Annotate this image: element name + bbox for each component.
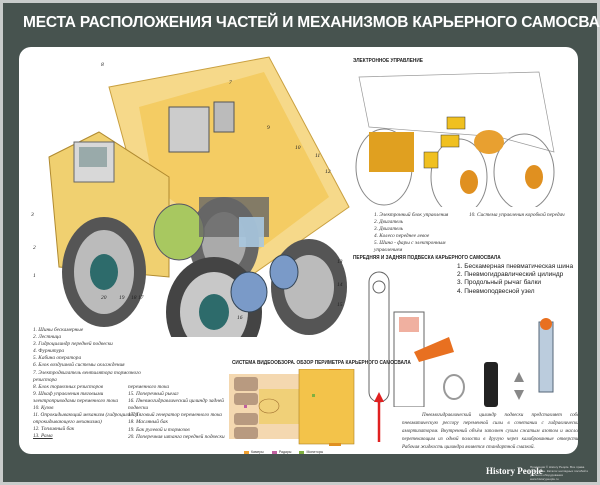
main-legend-col1: 1. Шины бескамерные 2. Лестница 3. Гидро…	[33, 327, 143, 441]
legend-item: 3. Гидроцилиндр передней подвески	[33, 341, 113, 348]
callout-15: 15	[337, 302, 343, 308]
legend-item: 2. Двигатель	[374, 219, 404, 226]
main-legend-col2: переменного тока 15. Поперечный рычаг 16…	[128, 384, 238, 441]
legend-item: 1. Бескамерная пневматическая шина	[457, 263, 574, 270]
legend-item: 12. Топливный бак	[33, 426, 75, 433]
suspension-legend: 1. Бескамерная пневматическая шина 2. Пн…	[457, 263, 575, 296]
legend-item: 3. Продольный рычаг балки	[457, 279, 542, 287]
electronic-legend-col1: 1. Электронный блок управления 2. Двигат…	[374, 212, 474, 255]
legend-item: 2. Лестница	[33, 334, 61, 341]
callout-16: 16	[237, 315, 243, 321]
footer-fineprint: Продукция © History People. Все права за…	[530, 465, 589, 481]
legend-item: 15. Поперечный рычаг	[128, 391, 179, 398]
legend-item: 13. Рама	[33, 433, 53, 440]
video-section-title: СИСТЕМА ВИДЕООБЗОРА. ОБЗОР ПЕРИМЕТРА КАР…	[232, 360, 411, 366]
callout-8: 8	[101, 62, 104, 68]
callout-19: 19	[119, 295, 125, 301]
legend-item: 20. Поперечная штанга передней подвески	[128, 433, 225, 440]
legend-item: 3. Двигатель	[374, 226, 404, 233]
callout-1: 1	[33, 273, 36, 279]
legend-item: 17. Тяговый генератор переменного тока	[128, 412, 222, 419]
callout-7: 7	[229, 80, 232, 86]
legend-item: 8. Блок тормозных резисторов	[33, 383, 104, 390]
legend-monitors: Мониторы	[299, 450, 323, 454]
legend-item: 7. Электродвигатель вентилятора тормозно…	[33, 369, 141, 383]
electronic-legend-col2: 10. Система управления коробкой передач	[469, 212, 569, 219]
legend-item: 4. Фурнитура	[33, 348, 65, 355]
legend-item: 9. Шкаф управления тяговыми электроприво…	[33, 390, 118, 404]
callout-18: 18	[131, 295, 137, 301]
brand-logo: History People	[486, 466, 543, 476]
legend-radars: Радары	[271, 450, 292, 454]
poster-title: МЕСТА РАСПОЛОЖЕНИЯ ЧАСТЕЙ И МЕХАНИЗМОВ К…	[23, 14, 600, 31]
legend-item: 4. Пневмоподвесной узел	[457, 287, 535, 295]
callout-17: 17	[138, 295, 144, 301]
red-arrow-icon	[374, 392, 384, 442]
callout-10: 10	[295, 145, 301, 151]
callout-3: 3	[31, 212, 34, 218]
video-top-view-illustration	[229, 369, 355, 446]
callout-2: 2	[33, 245, 36, 251]
callout-11: 11	[315, 153, 321, 159]
legend-cameras: Камеры	[244, 450, 264, 454]
main-truck-illustration	[48, 56, 350, 337]
electronic-section-title: ЭЛЕКТРОННОЕ УПРАВЛЕНИЕ	[353, 58, 423, 64]
legend-label: Камеры	[251, 450, 264, 454]
legend-item: 1. Электронный блок управления	[374, 212, 449, 218]
legend-item: 2. Пневмогидравлический цилиндр	[457, 271, 564, 279]
legend-item: 10. Система управления коробкой передач	[469, 212, 565, 218]
callout-12: 12	[325, 169, 331, 175]
legend-label: Мониторы	[306, 450, 324, 454]
monitor-swatch-icon	[299, 450, 305, 454]
legend-label: Радары	[278, 450, 292, 454]
legend-item: 1. Шины бескамерные	[33, 327, 84, 333]
legend-item: 6. Блок воздушной системы охлаждения	[33, 362, 125, 369]
callout-9: 9	[267, 125, 270, 131]
suspension-description: Пневмогидравлический цилиндр подвески пр…	[402, 413, 578, 450]
legend-item: переменного тока	[128, 384, 170, 390]
legend-item: 11. Опрокидывающий механизм (гидроцилинд…	[33, 412, 139, 426]
suspension-illustration	[368, 271, 554, 407]
video-legend: Камеры Радары Мониторы	[244, 450, 323, 454]
legend-item: 19. Бак рулевой и тормозов	[128, 426, 190, 433]
callout-20: 20	[101, 295, 107, 301]
legend-item: 16. Пневмогидравлический цилиндр задней …	[128, 398, 224, 412]
legend-item: 5. Шина - фары с электронным управлением	[374, 240, 446, 254]
legend-item: 5. Кабина оператора	[33, 355, 82, 362]
radar-swatch-icon	[271, 450, 277, 454]
legend-item: 4. Колесо переднее левое	[374, 233, 430, 240]
camera-swatch-icon	[244, 450, 249, 454]
callout-13: 13	[337, 259, 343, 265]
callout-14: 14	[337, 282, 343, 288]
electronic-truck-illustration	[355, 71, 555, 207]
suspension-section-title: ПЕРЕДНЯЯ И ЗАДНЯЯ ПОДВЕСКА КАРЬЕРНОГО СА…	[353, 255, 501, 261]
legend-item: 10. Кузов	[33, 405, 54, 412]
content-panel: 8 7 9 10 11 12 3 2 1 13 14 15 16 17 18 1…	[19, 47, 578, 454]
legend-item: 18. Масляный бак	[128, 419, 169, 426]
